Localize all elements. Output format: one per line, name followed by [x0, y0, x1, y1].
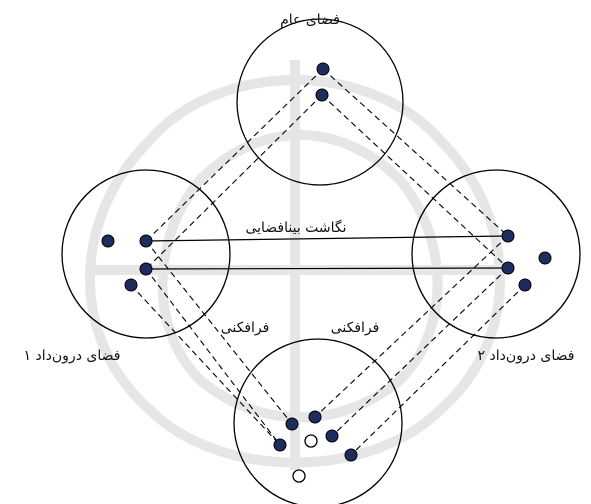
blend-dot-2 [308, 410, 322, 424]
generic-dot-top [316, 62, 330, 76]
input-space-1-circle [61, 169, 231, 339]
dash-generic-bottom-to-input2 [321, 94, 509, 269]
projection-label-left: فرافکنی [221, 320, 270, 336]
dash-input1-bottom-to-blend [145, 268, 281, 446]
background-watermark [85, 60, 505, 470]
dash-generic-top-to-input2 [322, 68, 509, 237]
dash-generic-top-to-input1 [145, 68, 324, 242]
projection-label-right: فرافکنی [331, 320, 380, 336]
cross-space-mapping-label: نگاشت بینافضایی [245, 219, 346, 236]
element-dots [101, 62, 552, 483]
blend-dot-1 [285, 417, 299, 431]
blend-dot-3 [273, 438, 287, 452]
input2-dot-top [501, 229, 515, 243]
input-space-1-label: فضای درون‌داد ۱ [24, 348, 121, 364]
generic-space-circle [236, 18, 404, 186]
blend-projection-lines [130, 235, 526, 456]
generic-dot-bottom [315, 88, 329, 102]
dash-input2-top-to-blend [314, 235, 509, 418]
dash-generic-bottom-to-input1 [145, 94, 323, 270]
blended-space-circle [233, 338, 403, 504]
generic-space-label: فضای عام [280, 12, 340, 28]
dash-input1-top-to-blend [145, 240, 293, 425]
blend-emergent-dot-1 [304, 434, 318, 448]
dash-input1-lower-to-blend [130, 284, 281, 446]
input2-dot-middle [501, 261, 515, 275]
cross-space-line-top [145, 235, 509, 242]
input-space-2-circle [411, 169, 581, 339]
input1-dot-top [139, 234, 153, 248]
input1-dot-outer [101, 234, 115, 248]
blend-dot-5 [344, 448, 358, 462]
blend-dot-4 [325, 429, 339, 443]
blend-emergent-dot-2 [292, 469, 306, 483]
dash-input2-lower-to-blend [350, 284, 526, 456]
generic-projection-lines [145, 68, 509, 270]
input1-dot-lower [124, 278, 138, 292]
input2-dot-lower [518, 278, 532, 292]
dash-input2-bottom-to-blend [331, 267, 509, 437]
input-space-2-label: فضای درون‌داد ۲ [478, 348, 575, 364]
cross-space-line-bottom [145, 267, 509, 270]
input1-dot-middle [139, 262, 153, 276]
input2-dot-outer [538, 251, 552, 265]
